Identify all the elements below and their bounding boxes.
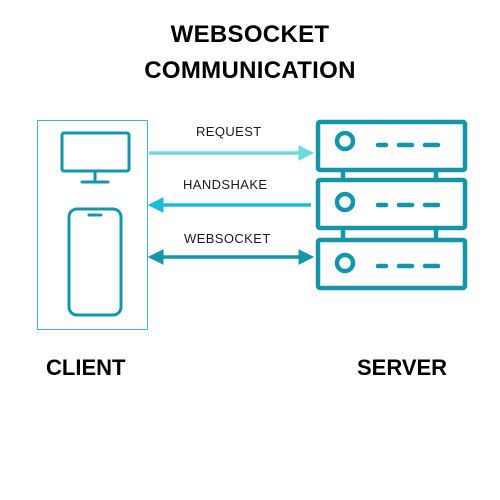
client-box (37, 120, 148, 330)
diagram-title-line-1: WEBSOCKET (170, 21, 330, 48)
request-label: REQUEST (196, 124, 262, 139)
server-caption: SERVER (357, 355, 448, 380)
websocket-label: WEBSOCKET (184, 231, 271, 246)
server-rack-icon (315, 119, 468, 291)
handshake-label: HANDSHAKE (183, 177, 268, 192)
diagram-title-line-2: COMMUNICATION (144, 57, 356, 84)
smartphone-icon (67, 207, 123, 317)
monitor-icon (60, 131, 131, 184)
client-caption: CLIENT (46, 355, 126, 380)
